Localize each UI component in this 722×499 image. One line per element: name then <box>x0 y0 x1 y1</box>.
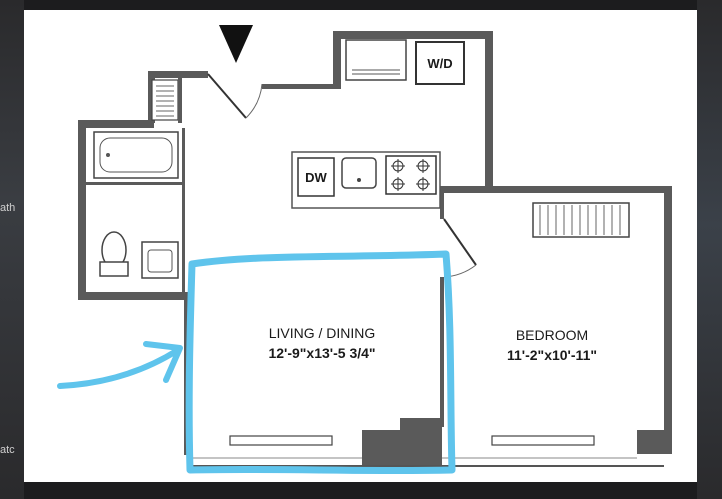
background-text-fragment: atc <box>0 444 15 456</box>
bedroom-name: BEDROOM <box>516 327 588 343</box>
highlight-box <box>185 250 456 475</box>
background-text-fragment: ath <box>0 202 16 214</box>
background-page-right <box>697 0 722 499</box>
highlight-annotation <box>57 250 456 475</box>
entry-door <box>207 73 247 119</box>
stove <box>385 155 437 195</box>
living-radiator <box>229 435 333 446</box>
floorplan-sheet <box>24 10 697 482</box>
entry-arrow-icon <box>219 25 253 63</box>
bedroom-closet <box>532 202 630 238</box>
arrow-head-icon <box>143 341 183 383</box>
living-room-name: LIVING / DINING <box>269 325 376 341</box>
arrow-shaft <box>57 347 181 389</box>
bedroom-door <box>443 218 477 266</box>
sink <box>341 157 377 189</box>
kitchen: W/D DW <box>291 39 465 209</box>
bedroom-radiator <box>491 435 595 446</box>
bathroom <box>93 131 179 279</box>
bedroom-dimensions: 11'-2"x10'-11" <box>507 347 597 363</box>
bedroom: BEDROOM 11'-2"x10'-11" <box>443 202 630 446</box>
dishwasher-label: DW <box>305 170 327 185</box>
background-page-left: ath atc <box>0 0 24 499</box>
entry-closet <box>151 25 263 123</box>
dishwasher <box>297 157 335 197</box>
washer-dryer <box>415 41 465 85</box>
living-room-dimensions: 12'-9"x13'-5 3/4" <box>268 345 375 361</box>
washer-dryer-label: W/D <box>427 56 452 71</box>
living-dining: LIVING / DINING 12'-9"x13'-5 3/4" <box>229 325 376 446</box>
